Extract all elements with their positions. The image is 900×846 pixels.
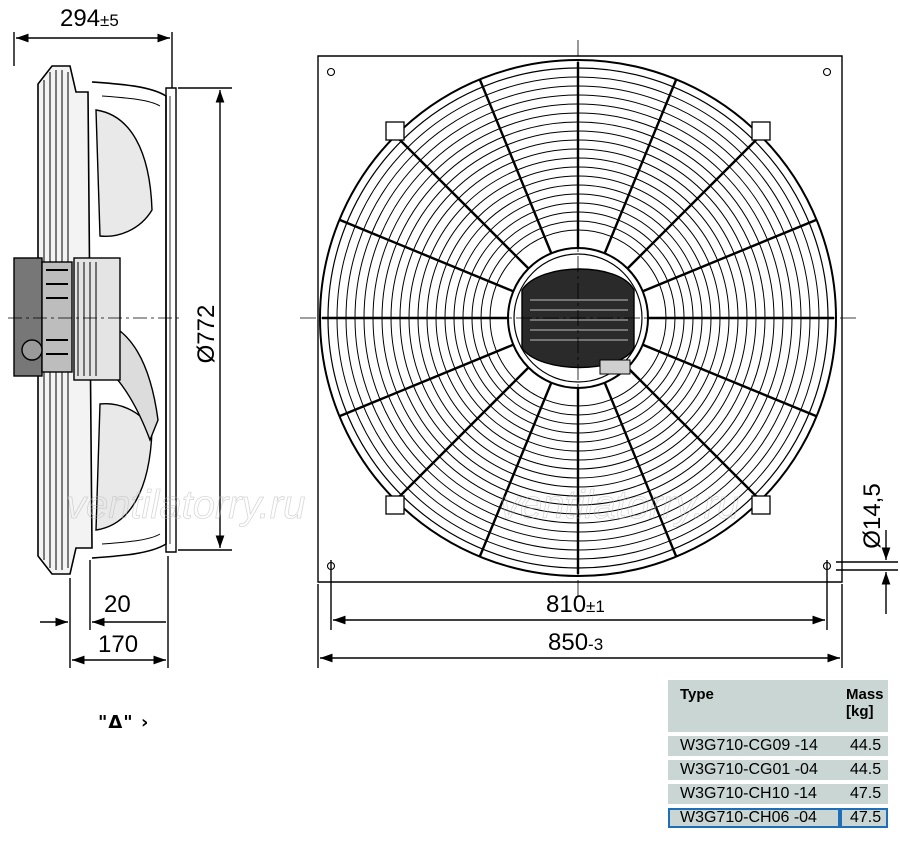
offset-small-label: 20 bbox=[104, 591, 131, 618]
motor-body bbox=[73, 257, 121, 381]
connection-legend: "Δ" › bbox=[98, 712, 150, 733]
mass-cell: 47.5 bbox=[840, 784, 888, 804]
depth-value: 294±5 bbox=[60, 5, 119, 32]
guard-spokes bbox=[322, 62, 834, 574]
hole-spacing-label: 810±1 bbox=[546, 591, 605, 618]
type-cell: W3G710-CG09 -14 bbox=[668, 736, 840, 756]
table-header-row: Type Mass[kg] bbox=[668, 680, 888, 732]
front-view bbox=[300, 40, 898, 668]
type-cell: W3G710-CH10 -14 bbox=[668, 784, 840, 804]
mass-cell: 44.5 bbox=[840, 760, 888, 780]
mass-cell: 44.5 bbox=[840, 736, 888, 756]
type-cell: W3G710-CG01 -04 bbox=[668, 760, 840, 780]
table-row: W3G710-CG09 -14 44.5 bbox=[668, 736, 888, 756]
type-mass-table: Type Mass[kg] W3G710-CG09 -14 44.5 W3G71… bbox=[668, 676, 888, 832]
hole-diameter-label: Ø14,5 bbox=[859, 483, 886, 548]
watermark-left: ventilatorry.ru bbox=[66, 483, 305, 527]
guard-brackets bbox=[385, 121, 771, 515]
table-row-selected: W3G710-CH06 -04 47.5 bbox=[668, 808, 888, 828]
offset-large-label: 170 bbox=[98, 631, 138, 658]
diameter-label: Ø772 bbox=[193, 305, 220, 364]
width-label: 850-3 bbox=[548, 629, 603, 656]
type-cell: W3G710-CH06 -04 bbox=[668, 808, 840, 828]
motor-fins bbox=[77, 262, 97, 376]
wall-ring bbox=[91, 81, 167, 559]
mass-cell: 47.5 bbox=[840, 808, 888, 828]
table-row: W3G710-CG01 -04 44.5 bbox=[668, 760, 888, 780]
cable-gland bbox=[599, 359, 631, 375]
side-view bbox=[8, 32, 232, 668]
table-row: W3G710-CH10 -14 47.5 bbox=[668, 784, 888, 804]
blade-upper bbox=[95, 109, 153, 237]
mass-column-header: Mass[kg] bbox=[840, 680, 888, 732]
type-column-header: Type bbox=[668, 680, 840, 732]
square-plate bbox=[317, 55, 843, 583]
watermark-right: ventilatorry.ru bbox=[500, 483, 739, 527]
